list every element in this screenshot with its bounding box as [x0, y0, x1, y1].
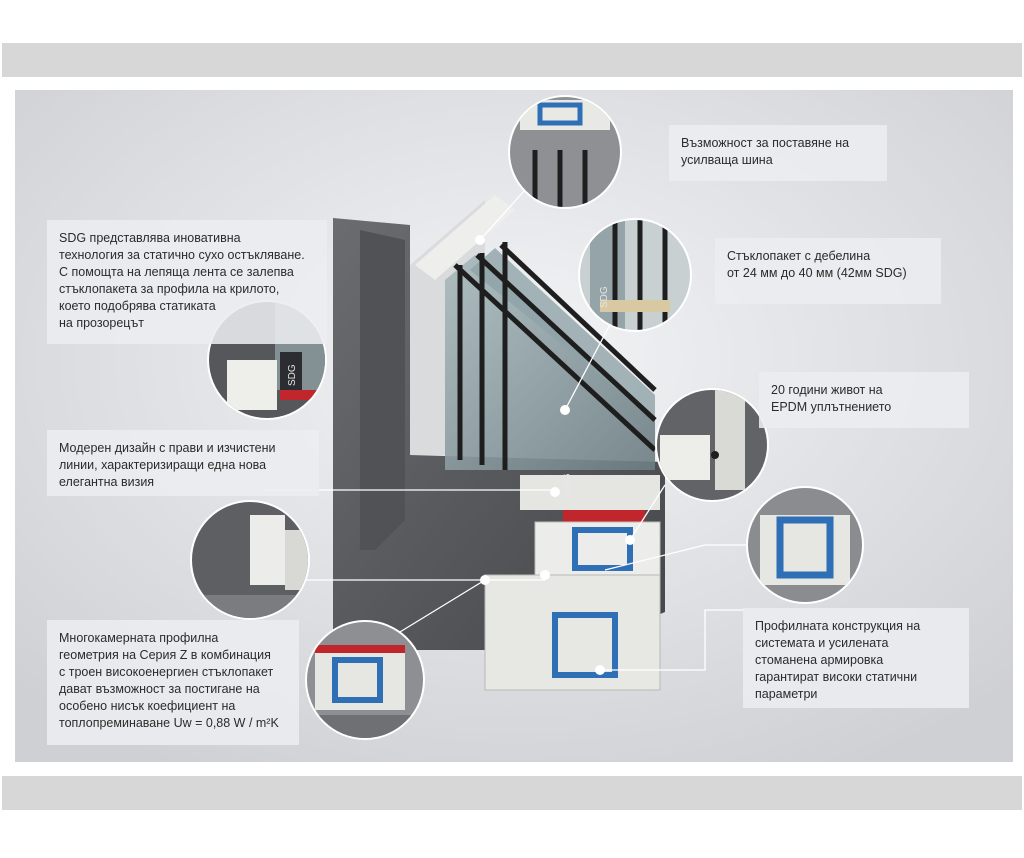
- steel-reinforcement-sash: [572, 527, 633, 571]
- leader-2: [564, 314, 616, 411]
- leader-1: [479, 189, 526, 241]
- detail-circle-epdm: [655, 388, 769, 502]
- window-corner-section: SDG: [333, 195, 665, 691]
- sdg-mark-glass: SDG: [599, 286, 610, 308]
- anchor-dot-3: [550, 487, 560, 497]
- glass-pane-1: [445, 255, 655, 470]
- callout-sdg-technology: SDG представлява иновативна технология з…: [47, 220, 327, 344]
- glass-spacer-1: [453, 263, 657, 452]
- leader-5: [604, 544, 760, 571]
- glass-spacer-3: [499, 243, 657, 392]
- callout-reinforcement-rail: Възможност за поставяне на усилваща шина: [669, 125, 887, 181]
- sdg-mark-detail: SDG: [287, 364, 298, 386]
- detail-circle-design: [190, 500, 310, 620]
- gasket-red: [563, 510, 577, 522]
- detail-circle-steel: [746, 486, 864, 604]
- leader-anchor-dots: [475, 235, 635, 675]
- top-profile-white: [415, 195, 515, 280]
- callout-epdm-seal: 20 години живот на EPDM уплътнението: [759, 372, 969, 428]
- bottom-band: [2, 776, 1022, 810]
- leader-7: [394, 579, 486, 636]
- anchor-dot-5: [540, 570, 550, 580]
- callout-profile-construction: Профилната конструкция на системата и ус…: [743, 608, 969, 708]
- gasket-strip: [575, 510, 645, 522]
- sdg-mark-main: SDG: [562, 473, 573, 495]
- frame-bevel: [360, 230, 405, 550]
- callout-glass-thickness: Стъклопакет с дебелина от 24 мм до 40 мм…: [715, 238, 941, 304]
- steel-reinforcement-frame: [552, 612, 618, 678]
- anchor-dot-6: [480, 575, 490, 585]
- sash-profile-top: [520, 475, 660, 510]
- anchor-dot-7: [595, 665, 605, 675]
- detail-circle-multichamber: [305, 620, 425, 740]
- frame-profile: [484, 574, 661, 691]
- anchor-dot-1: [475, 235, 485, 245]
- leader-8: [600, 609, 745, 671]
- leader-4: [629, 484, 666, 541]
- anchor-dot-4: [625, 535, 635, 545]
- top-band: [2, 43, 1022, 77]
- callout-multichamber-geometry: Многокамерната профилна геометрия на Сер…: [47, 620, 299, 745]
- diagram-stage: SDG: [15, 90, 1013, 762]
- callout-modern-design: Модерен дизайн с прави и изчистени линии…: [47, 430, 319, 496]
- detail-circle-glass: SDG: [578, 218, 692, 332]
- detail-circle-reinforcement: [508, 95, 622, 209]
- anchor-dot-2: [560, 405, 570, 415]
